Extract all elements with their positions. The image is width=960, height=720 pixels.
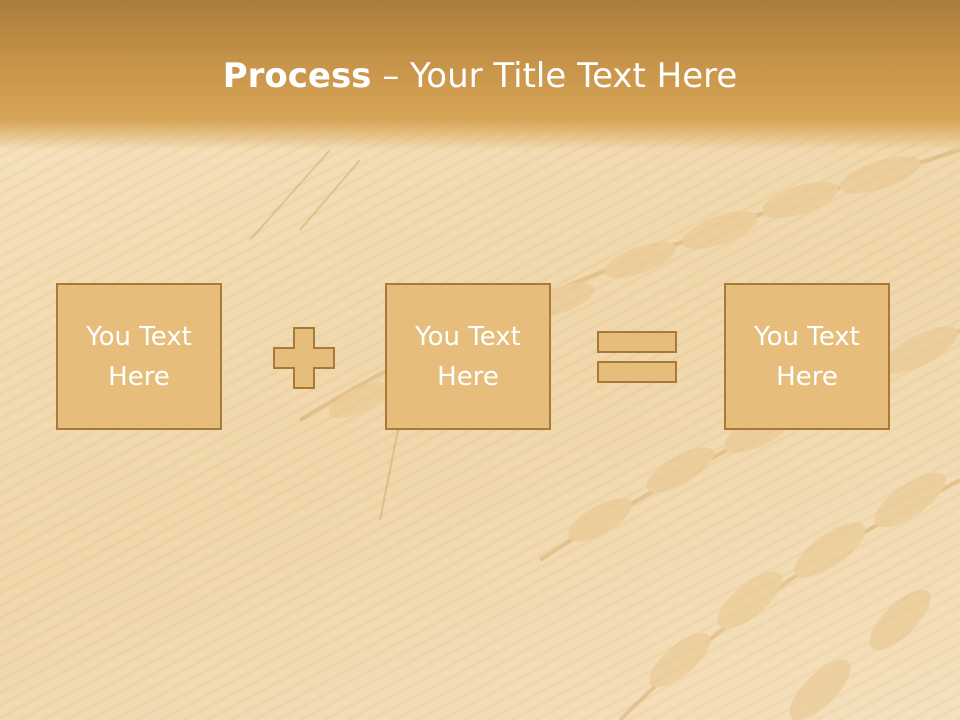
process-box-2[interactable]: You Text Here (385, 283, 551, 430)
equals-icon (597, 331, 677, 383)
process-box-1[interactable]: You Text Here (56, 283, 222, 430)
process-box-2-text: You Text Here (415, 321, 521, 392)
process-box-1-text: You Text Here (86, 321, 192, 392)
title-rest-text: – Your Title Text Here (371, 56, 738, 96)
plus-icon (273, 327, 335, 389)
title-bold-text: Process (222, 56, 372, 96)
slide-title[interactable]: Process – Your Title Text Here (0, 54, 960, 98)
title-bar (0, 0, 960, 150)
process-box-3[interactable]: You Text Here (724, 283, 890, 430)
process-box-3-text: You Text Here (754, 321, 860, 392)
